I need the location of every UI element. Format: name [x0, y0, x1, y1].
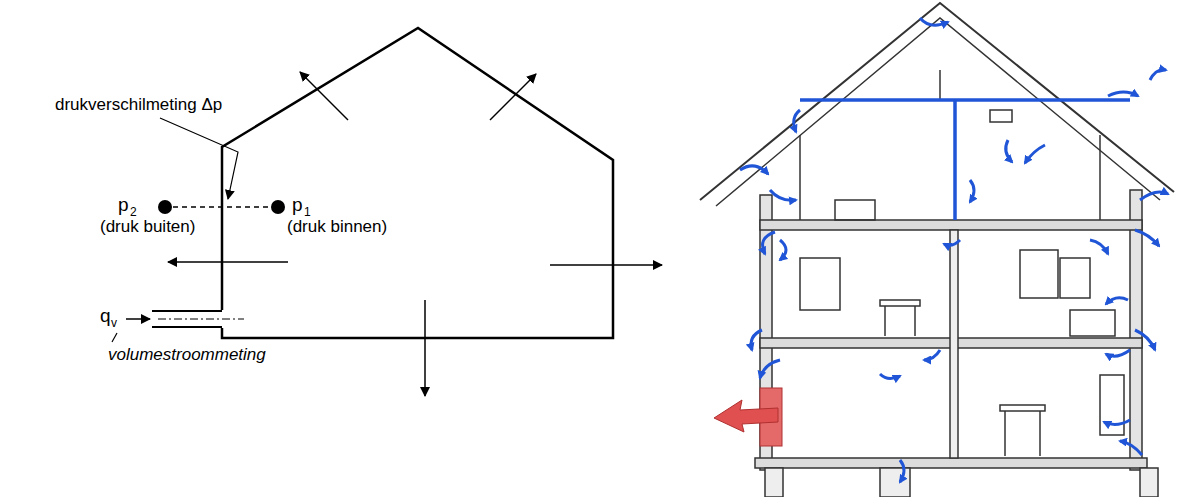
callout-text: volumestroommeting	[108, 346, 266, 365]
symbol: p	[292, 195, 303, 216]
leader-line	[160, 118, 238, 199]
duct-centerline	[158, 319, 244, 320]
symbol: p	[118, 195, 129, 216]
symbol: q	[100, 306, 111, 327]
air-leak-arrows	[740, 18, 1168, 482]
pressure-point	[271, 200, 285, 214]
blower-door	[714, 388, 782, 446]
subscript: v	[111, 317, 117, 330]
flow-arrow	[126, 318, 150, 320]
schematic-house	[152, 28, 613, 338]
note: (druk buiten)	[100, 218, 195, 237]
leader-line	[112, 333, 117, 342]
section-house	[700, 3, 1174, 497]
note: (druk binnen)	[287, 218, 387, 237]
callout-text: drukverschilmeting Δp	[55, 96, 222, 115]
pressure-line	[173, 206, 271, 207]
pressure-point	[158, 200, 172, 214]
